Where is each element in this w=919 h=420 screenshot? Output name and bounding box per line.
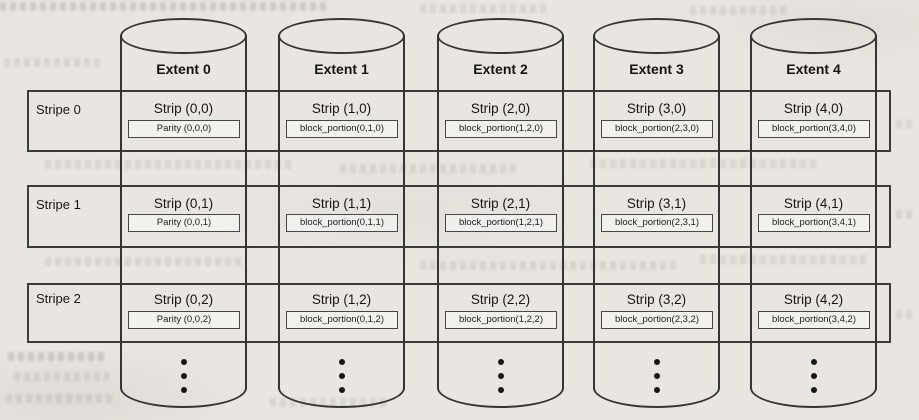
- continuation-dots-4: [750, 359, 877, 401]
- extent-label-2: Extent 2: [473, 61, 528, 77]
- extent-cylinder-3: [593, 18, 720, 408]
- block-portion-box-4-1: block_portion(3,4,1): [758, 214, 870, 232]
- block-portion-box-4-0: block_portion(3,4,0): [758, 120, 870, 138]
- extent-cylinder-0: [120, 18, 247, 408]
- strip-cell-label-1-2: Strip (1,2): [311, 292, 372, 307]
- bleed-noise: [8, 352, 108, 361]
- block-portion-box-1-1: block_portion(0,1,1): [286, 214, 398, 232]
- bleed-noise: [690, 6, 790, 15]
- block-portion-box-3-0: block_portion(2,3,0): [601, 120, 713, 138]
- block-portion-box-2-0: block_portion(1,2,0): [445, 120, 557, 138]
- parity-box-0-2: Parity (0,0,2): [128, 311, 240, 329]
- strip-cell-label-2-0: Strip (2,0): [470, 101, 531, 116]
- strip-cell-label-3-2: Strip (3,2): [626, 292, 687, 307]
- strip-cell-label-1-1: Strip (1,1): [311, 196, 372, 211]
- strip-cell-label-0-0: Strip (0,0): [153, 101, 214, 116]
- stripe-label-1: Stripe 1: [36, 197, 81, 212]
- bleed-noise: [896, 120, 916, 129]
- strip-cell-label-3-0: Strip (3,0): [626, 101, 687, 116]
- stripe-label-2: Stripe 2: [36, 291, 81, 306]
- bleed-noise: [340, 164, 520, 173]
- extent-label-1: Extent 1: [314, 61, 369, 77]
- extent-cylinder-1: [278, 18, 405, 408]
- strip-cell-label-0-2: Strip (0,2): [153, 292, 214, 307]
- strip-cell-label-3-1: Strip (3,1): [626, 196, 687, 211]
- strip-cell-label-4-0: Strip (4,0): [783, 101, 844, 116]
- block-portion-box-4-2: block_portion(3,4,2): [758, 311, 870, 329]
- block-portion-box-2-1: block_portion(1,2,1): [445, 214, 557, 232]
- extent-label-3: Extent 3: [629, 61, 684, 77]
- block-portion-box-1-2: block_portion(0,1,2): [286, 311, 398, 329]
- continuation-dots-1: [278, 359, 405, 401]
- block-portion-box-2-2: block_portion(1,2,2): [445, 311, 557, 329]
- block-portion-box-1-0: block_portion(0,1,0): [286, 120, 398, 138]
- continuation-dots-2: [437, 359, 564, 401]
- block-portion-box-3-2: block_portion(2,3,2): [601, 311, 713, 329]
- parity-box-0-1: Parity (0,0,1): [128, 214, 240, 232]
- strip-cell-label-2-2: Strip (2,2): [470, 292, 531, 307]
- bleed-noise: [6, 394, 116, 403]
- stripe-label-0: Stripe 0: [36, 102, 81, 117]
- bleed-noise: [896, 210, 916, 219]
- bleed-noise: [4, 58, 104, 67]
- strip-cell-label-0-1: Strip (0,1): [153, 196, 214, 211]
- extent-label-4: Extent 4: [786, 61, 841, 77]
- bleed-noise: [0, 2, 330, 11]
- extent-cylinder-2: [437, 18, 564, 408]
- continuation-dots-0: [120, 359, 247, 401]
- block-portion-box-3-1: block_portion(2,3,1): [601, 214, 713, 232]
- strip-cell-label-1-0: Strip (1,0): [311, 101, 372, 116]
- bleed-noise: [896, 310, 916, 319]
- continuation-dots-3: [593, 359, 720, 401]
- parity-box-0-0: Parity (0,0,0): [128, 120, 240, 138]
- strip-cell-label-2-1: Strip (2,1): [470, 196, 531, 211]
- strip-cell-label-4-2: Strip (4,2): [783, 292, 844, 307]
- bleed-noise: [420, 4, 550, 13]
- bleed-noise: [14, 372, 109, 381]
- strip-cell-label-4-1: Strip (4,1): [783, 196, 844, 211]
- extent-label-0: Extent 0: [156, 61, 211, 77]
- extent-cylinder-4: [750, 18, 877, 408]
